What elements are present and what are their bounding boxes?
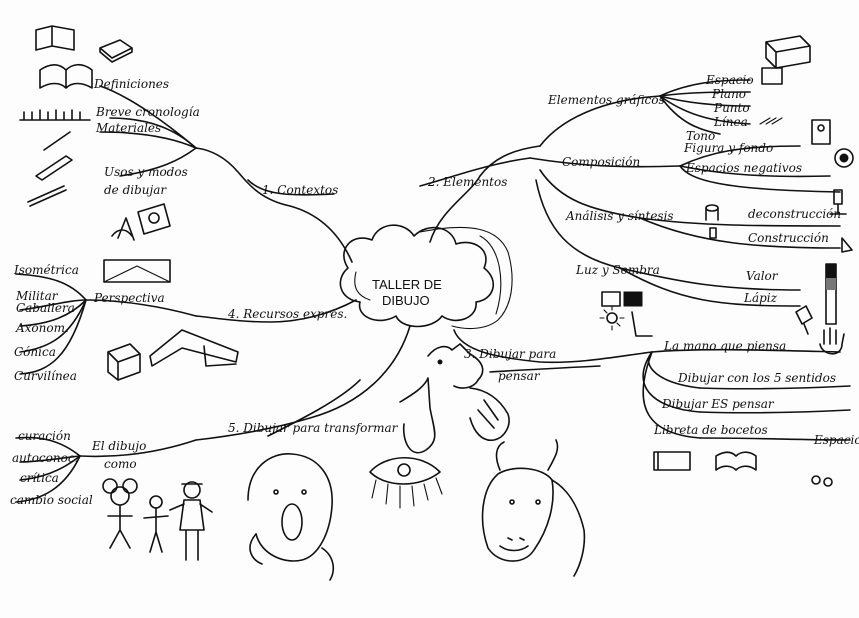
contextos-materiales: Materiales bbox=[95, 121, 161, 135]
transformar-como: como bbox=[104, 457, 137, 471]
cylinder-icon bbox=[705, 204, 719, 239]
center-title-line2: DIBUJO bbox=[382, 293, 430, 308]
pensar-sub-lines bbox=[642, 348, 851, 441]
branch-lines bbox=[195, 145, 653, 441]
elementos-espacio: Espacio bbox=[705, 73, 754, 87]
elementos-construccion: Construcción bbox=[748, 231, 829, 245]
man-figure-doodle bbox=[169, 481, 213, 561]
timeline-icon bbox=[19, 109, 91, 121]
recursos-militar: Militar bbox=[15, 289, 59, 303]
target-icon bbox=[834, 148, 854, 168]
elementos-analisis: Análisis y síntesis bbox=[565, 209, 674, 223]
bull-head-doodle bbox=[481, 439, 586, 577]
pensar-sentidos: Dibujar con los 5 sentidos bbox=[677, 371, 836, 385]
hand-icon bbox=[819, 327, 845, 355]
pensar-es-pensar: Dibujar ES pensar bbox=[661, 397, 775, 411]
transformar-sub-lines bbox=[15, 436, 197, 503]
elementos-tono: Tono bbox=[686, 129, 715, 143]
pensar-mano: La mano que piensa bbox=[663, 339, 786, 353]
branch-pensar-line1: 3. Dibujar para bbox=[464, 347, 556, 361]
branch-contextos: 1. Contextos bbox=[262, 183, 338, 197]
contextos-usos-line2: de dibujar bbox=[104, 183, 167, 197]
perspective-box-icon bbox=[103, 259, 171, 283]
keyhole-icon bbox=[811, 119, 831, 145]
elementos-figura-fondo: Figura y fondo bbox=[683, 141, 773, 155]
transformar-curacion: curación bbox=[18, 429, 71, 443]
shadow-icon bbox=[631, 311, 653, 337]
book-open-icon bbox=[39, 63, 93, 89]
pensar-espacio: Espacio bbox=[813, 433, 859, 447]
recursos-conica: Cónica bbox=[14, 345, 56, 359]
elementos-espacios-negativos: Espacios negativos bbox=[685, 161, 802, 175]
pencil-icons bbox=[27, 131, 73, 207]
lamp-icon bbox=[795, 305, 813, 335]
elementos-lapiz: Lápiz bbox=[743, 291, 778, 305]
bull-standing-doodle bbox=[399, 343, 510, 454]
recursos-axonom: Axonom. bbox=[15, 321, 69, 335]
totem-icon bbox=[829, 189, 853, 253]
child-figure-doodle bbox=[143, 495, 169, 553]
elementos-linea: Línea bbox=[713, 115, 748, 129]
mouse-figure-doodle bbox=[102, 478, 138, 549]
elementos-punto: Punto bbox=[713, 101, 750, 115]
drawing-hand-icon bbox=[111, 203, 171, 241]
square-icon bbox=[761, 67, 783, 85]
branch-recursos: 4. Recursos expres. bbox=[227, 307, 347, 321]
elementos-luz-sombra: Luz y Sombra bbox=[575, 263, 660, 277]
transformar-el-dibujo: El dibujo bbox=[91, 439, 146, 453]
branch-elementos: 2. Elementos bbox=[427, 175, 507, 189]
shade-squares-icon bbox=[601, 291, 643, 307]
dictionary-icon bbox=[99, 39, 133, 63]
contextos-cronologia: Breve cronología bbox=[95, 105, 200, 119]
glasses-icon bbox=[811, 475, 833, 487]
cube-icon bbox=[765, 35, 811, 69]
transformar-cambio-social: cambio social bbox=[10, 493, 93, 507]
elementos-plano: Plano bbox=[711, 87, 746, 101]
center-cloud bbox=[339, 224, 513, 330]
elementos-valor: Valor bbox=[746, 269, 779, 283]
eye-doodle bbox=[369, 456, 443, 509]
recursos-caballera: Caballera bbox=[16, 301, 75, 315]
sketchbook-icons bbox=[653, 451, 757, 471]
transformar-critica: crítica bbox=[20, 471, 59, 485]
value-scale-icon bbox=[825, 263, 837, 325]
recursos-sub-lines bbox=[15, 273, 197, 375]
contextos-sub-lines bbox=[99, 85, 197, 177]
center-title-line1: TALLER DE bbox=[372, 277, 442, 292]
book-icon bbox=[35, 25, 75, 51]
branch-pensar-line2: pensar bbox=[498, 369, 541, 383]
contextos-usos-line1: Usos y modos bbox=[104, 165, 188, 179]
elementos-composicion: Composición bbox=[562, 155, 640, 169]
perspective-volumes-icon bbox=[107, 329, 239, 381]
contextos-definiciones: Definiciones bbox=[93, 77, 169, 91]
branch-transformar: 5. Dibujar para transformar bbox=[228, 421, 399, 435]
pensar-libreta: Libreta de bocetos bbox=[653, 423, 768, 437]
recursos-curvilinea: Curvilínea bbox=[14, 369, 77, 383]
line-hatch-icon bbox=[759, 117, 783, 125]
elementos-sub-lines bbox=[529, 79, 841, 307]
sun-icon bbox=[599, 305, 625, 331]
recursos-isometrica: Isométrica bbox=[13, 263, 79, 277]
transformar-autoconoc: autoconoc. bbox=[12, 451, 78, 465]
screaming-face-doodle bbox=[247, 453, 335, 581]
recursos-perspectiva: Perspectiva bbox=[93, 291, 165, 305]
elementos-graficos: Elementos gráficos bbox=[547, 93, 665, 107]
elementos-deconstruccion: deconstrucción bbox=[748, 207, 841, 221]
